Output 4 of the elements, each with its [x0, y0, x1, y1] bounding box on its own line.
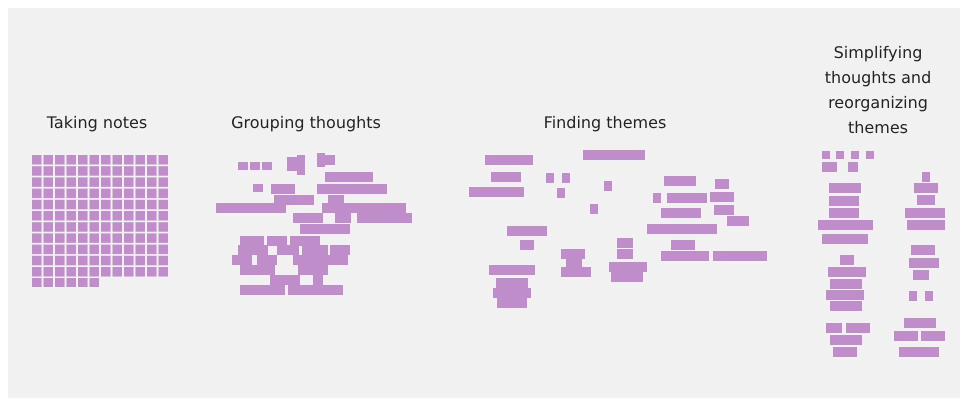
stage-heading: Simplifying thoughts and reorganizing themes: [824, 42, 932, 139]
stage-heading: Finding themes: [542, 112, 668, 134]
stage-heading: Taking notes: [46, 112, 148, 134]
stage-heading: Grouping thoughts: [230, 112, 382, 134]
